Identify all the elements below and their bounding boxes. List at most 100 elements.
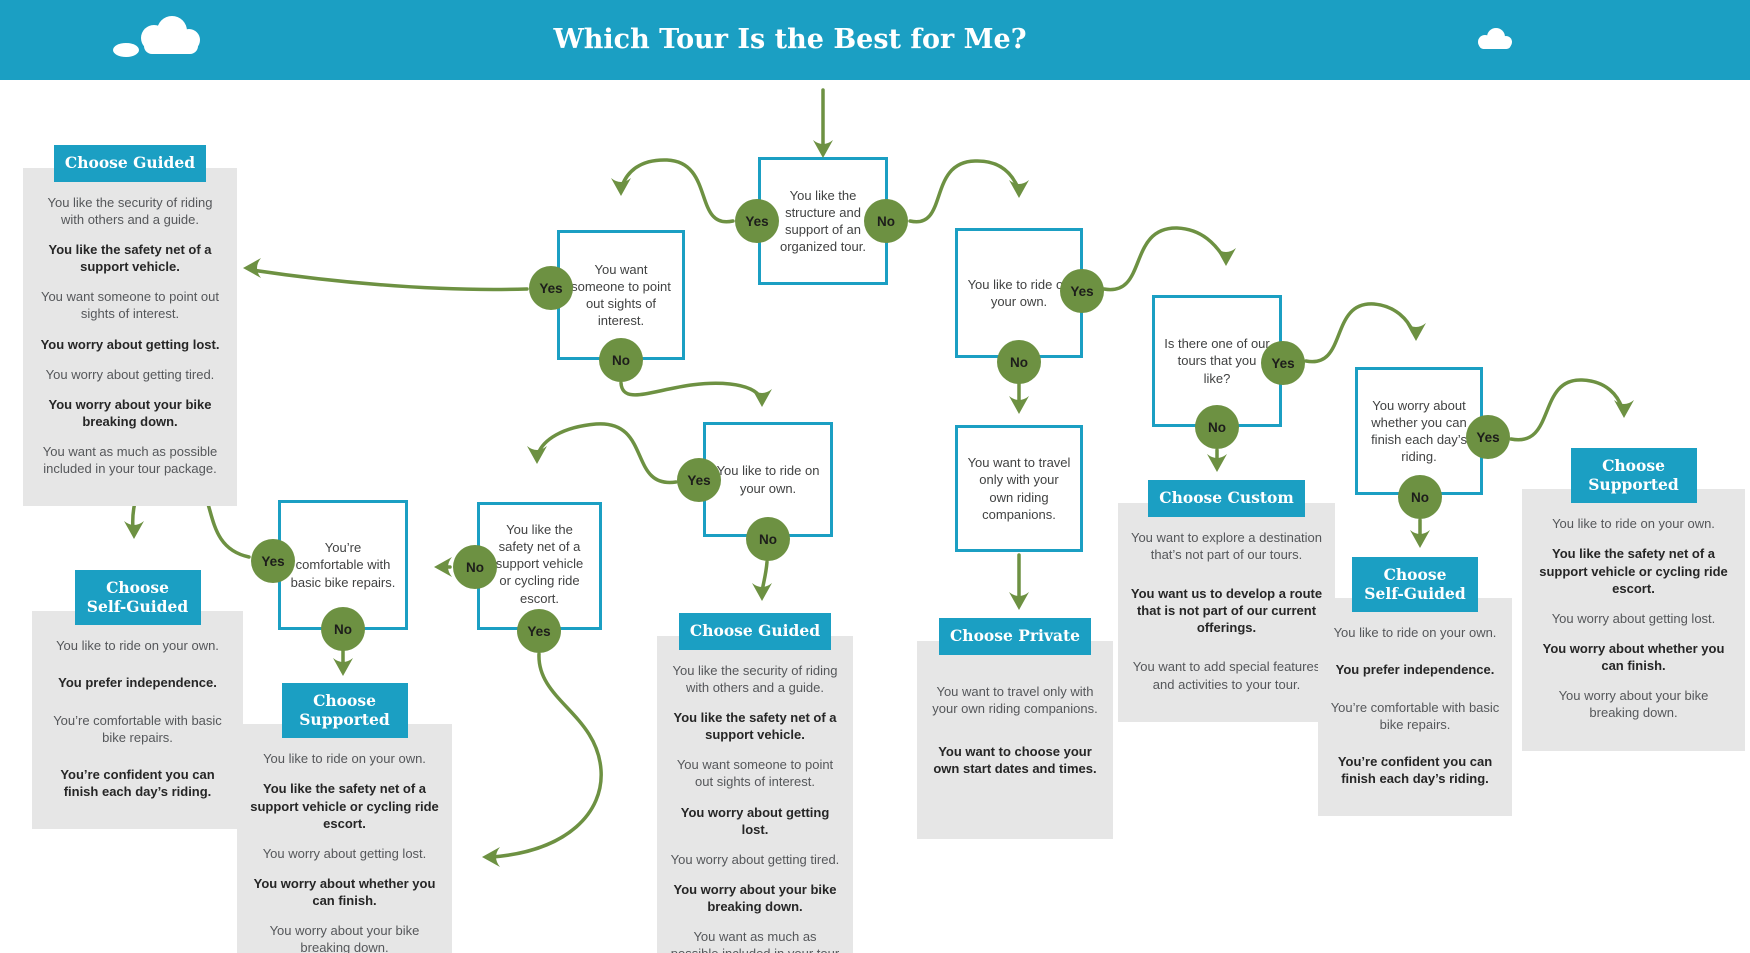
yes-badge-tour-you-like: Yes <box>1261 341 1305 385</box>
card-item: You like to ride on your own. <box>1552 516 1715 532</box>
decision-own-riding-companions: You want to travel only with your own ri… <box>955 425 1083 552</box>
no-badge-organized-tour: No <box>864 199 908 243</box>
decision-text: You’re comfortable with basic bike repai… <box>290 540 396 590</box>
card-item: You worry about whether you can finish. <box>1542 640 1725 674</box>
card-title: Choose Guided <box>678 613 832 650</box>
arrow-no-ride-own-center-to-choose-guided-center <box>752 560 772 601</box>
card-item: You like the safety net of a support veh… <box>48 241 212 275</box>
yes-badge-safety-net-escort: Yes <box>517 609 561 653</box>
arrow-no-ride-own-right-to-companions <box>1009 382 1029 414</box>
arrow-start-to-organized-tour <box>813 88 833 158</box>
header-bar: Which Tour Is the Best for Me? <box>0 0 1750 80</box>
card-choose-guided-center: Choose Guided You like the security of r… <box>657 613 853 953</box>
card-item: You like the safety net of a support veh… <box>673 709 837 743</box>
card-item: You worry about getting tired. <box>670 851 840 867</box>
arrow-yes-finish-to-choose-supported-right <box>1509 378 1634 442</box>
yes-badge-finish-each-day: Yes <box>1466 415 1510 459</box>
card-item: You worry about getting lost. <box>1551 610 1716 626</box>
arrow-no-sights-to-ride-own-center <box>619 381 772 407</box>
decision-text: You want to travel only with your own ri… <box>967 455 1071 522</box>
card-title: Choose Guided <box>53 145 207 182</box>
card-body: You want to explore a destination that’s… <box>1118 502 1335 722</box>
card-item: You worry about your bike breaking down. <box>48 396 212 429</box>
no-badge-ride-on-own-center: No <box>746 517 790 561</box>
card-item: You like the security of riding with oth… <box>47 194 213 227</box>
card-item: You worry about your bike breaking down. <box>1558 688 1709 721</box>
yes-badge-ride-on-own-center: Yes <box>677 458 721 502</box>
arrow-no-finish-to-choose-self-guided-right <box>1410 518 1430 548</box>
decision-finish-each-day: You worry about whether you can finish e… <box>1355 367 1483 495</box>
cloud-left-icon <box>113 16 200 57</box>
decision-text: You worry about whether you can finish e… <box>1371 397 1467 465</box>
yes-badge-organized-tour: Yes <box>735 199 779 243</box>
no-badge-tour-you-like: No <box>1195 405 1239 449</box>
card-item: You want as much as possible included in… <box>671 929 839 953</box>
arrow-yes-ride-own-center-to-safety-net <box>527 422 678 485</box>
arrow-no-safety-net-to-basic-repairs <box>434 557 452 577</box>
card-item: You want as much as possible included in… <box>42 444 218 477</box>
decision-text: You like the structure and support of an… <box>779 187 866 255</box>
card-item: You worry about getting lost. <box>40 336 220 352</box>
arrow-yes-safety-net-to-choose-supported-left <box>482 652 603 867</box>
no-badge-basic-bike-repairs: No <box>321 607 365 651</box>
card-title: Choose Self-Guided <box>1352 557 1478 613</box>
yes-badge-ride-on-own-right: Yes <box>1060 269 1104 313</box>
card-title: Choose Private <box>938 618 1092 655</box>
decision-text: You like to ride on your own. <box>967 276 1071 309</box>
card-item: You worry about getting lost. <box>680 804 830 837</box>
card-item: You worry about getting lost. <box>262 845 427 861</box>
card-choose-self-guided-left: Choose Self-Guided You like to ride on y… <box>32 570 243 830</box>
arrow-no-tour-you-like-to-choose-custom <box>1207 448 1227 472</box>
card-choose-supported-right: Choose Supported You like to ride on you… <box>1522 448 1745 751</box>
card-body: You want to travel only with your own ri… <box>917 640 1113 839</box>
card-item: You like the safety net of a support veh… <box>1539 546 1728 596</box>
card-item: You’re confident you can finish each day… <box>60 766 215 799</box>
card-item: You prefer independence. <box>1335 662 1495 678</box>
card-body: You like to ride on your own. You prefer… <box>1318 598 1512 817</box>
card-choose-guided-left: Choose Guided You like the security of r… <box>23 145 237 507</box>
card-item: You like to ride on your own. <box>56 638 219 654</box>
card-item: You’re comfortable with basic bike repai… <box>1330 699 1500 732</box>
card-item: You worry about your bike breaking down. <box>673 882 837 915</box>
no-badge-point-out-sights: No <box>599 338 643 382</box>
card-body: You like to ride on your own. You like t… <box>1522 489 1745 751</box>
card-title: Choose Supported <box>1570 448 1697 504</box>
card-item: You want someone to point out sights of … <box>676 757 834 790</box>
arrow-yes-ride-own-right-to-tour-you-like <box>1102 226 1236 292</box>
card-item: You’re confident you can finish each day… <box>1337 753 1493 786</box>
arrow-no-basic-repairs-to-choose-supported-left <box>333 649 353 676</box>
card-body: You like the security of riding with oth… <box>657 635 853 953</box>
no-badge-ride-on-own-right: No <box>997 340 1041 384</box>
no-badge-finish-each-day: No <box>1398 475 1442 519</box>
cloud-right-icon <box>1478 28 1512 49</box>
decision-text: You like to ride on your own. <box>716 463 820 496</box>
card-item: You like to ride on your own. <box>1333 625 1497 641</box>
arrow-yes-sights-to-choose-guided-left <box>243 258 529 292</box>
decision-text: You want someone to point out sights of … <box>571 261 671 329</box>
card-item: You want someone to point out sights of … <box>40 289 220 322</box>
card-item: You like the safety net of a support veh… <box>250 781 439 831</box>
card-item: You like to ride on your own. <box>263 751 426 767</box>
arrow-yes-tour-you-like-to-finish-each-day <box>1304 302 1426 364</box>
arrow-yes-organized-to-point-out-sights <box>611 158 735 224</box>
yes-badge-basic-bike-repairs: Yes <box>251 539 295 583</box>
decision-text: Is there one of our tours that you like? <box>1164 336 1270 386</box>
card-item: You want to choose your own start dates … <box>933 743 1097 777</box>
no-badge-safety-net-escort: No <box>453 545 497 589</box>
page-title: Which Tour Is the Best for Me? <box>553 24 1027 55</box>
card-title: Choose Self-Guided <box>74 570 201 626</box>
card-item: You want to travel only with your own ri… <box>932 683 1098 716</box>
card-choose-private: Choose Private You want to travel only w… <box>917 618 1113 839</box>
card-body: You like the security of riding with oth… <box>23 167 237 507</box>
card-item: You worry about your bike breaking down. <box>269 923 420 953</box>
card-item: You worry about getting tired. <box>45 366 215 382</box>
card-choose-supported-left: Choose Supported You like to ride on you… <box>237 683 452 953</box>
card-body: You like to ride on your own. You prefer… <box>32 611 243 830</box>
card-item: You want to add special features and act… <box>1132 659 1321 692</box>
card-item: You like the security of riding with oth… <box>672 662 838 695</box>
card-choose-self-guided-right: Choose Self-Guided You like to ride on y… <box>1318 557 1512 817</box>
card-title: Choose Custom <box>1148 480 1305 517</box>
arrow-no-organized-to-ride-own-right <box>908 159 1029 224</box>
